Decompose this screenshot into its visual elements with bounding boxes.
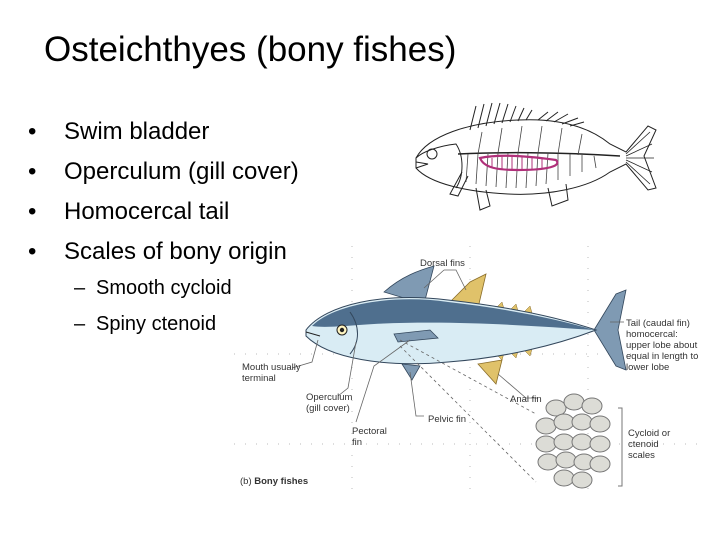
- label-scales-line-2: ctenoid: [628, 439, 659, 450]
- label-pelvic-fin: Pelvic fin: [428, 414, 466, 425]
- bullet-dot: •: [28, 238, 37, 265]
- label-operculum-line-2: (gill cover): [306, 403, 350, 414]
- bullet-text: Swim bladder: [64, 118, 210, 145]
- bullet-list: • Swim bladder • Operculum (gill cover) • H…: [28, 112, 299, 272]
- label-scales-line-3: scales: [628, 450, 655, 461]
- scales-cluster: [535, 393, 611, 489]
- sub-bullet-dash: –: [74, 313, 86, 335]
- figure-caption-prefix: (b): [240, 476, 252, 487]
- dotted-background: [234, 246, 700, 496]
- bullet-item: • Homocercal tail: [28, 192, 299, 232]
- bullet-item: • Scales of bony origin: [28, 232, 299, 272]
- bullet-text: Homocercal tail: [64, 198, 230, 225]
- label-anal-fin: Anal fin: [510, 394, 542, 405]
- label-tail-line-3: upper lobe about: [626, 340, 698, 351]
- label-operculum-line-1: Operculum: [306, 392, 353, 403]
- bullet-item: • Swim bladder: [28, 112, 299, 152]
- figure-caption: (b) Bony fishes: [240, 476, 308, 487]
- sub-bullet-item: –Spiny ctenoid: [74, 310, 232, 346]
- bullet-dot: •: [28, 118, 37, 145]
- label-scales-line-1: Cycloid or: [628, 428, 670, 439]
- bony-fish-figure: Dorsal fins Tail (caudal fin) homocercal…: [234, 246, 700, 496]
- label-tail-line-4: equal in length to: [626, 351, 698, 362]
- label-pectoral-line-2: fin: [352, 437, 362, 448]
- fish-skeleton-illustration: [415, 102, 657, 211]
- swim-bladder-shape: [478, 154, 559, 172]
- label-mouth-line-2: terminal: [242, 373, 276, 384]
- label-tail-line-1: Tail (caudal fin): [626, 318, 690, 329]
- label-tail-line-5: lower lobe: [626, 362, 669, 373]
- figure-caption-title: Bony fishes: [254, 476, 308, 487]
- bullet-text: Scales of bony origin: [64, 238, 287, 265]
- label-pectoral-line-1: Pectoral: [352, 426, 387, 437]
- slide-title: Osteichthyes (bony fishes): [44, 30, 457, 69]
- sub-bullet-list: –Smooth cycloid –Spiny ctenoid: [74, 274, 232, 346]
- sub-bullet-item: –Smooth cycloid: [74, 274, 232, 310]
- bullet-dot: •: [28, 158, 37, 185]
- bullet-dot: •: [28, 198, 37, 225]
- label-tail-line-2: homocercal:: [626, 329, 678, 340]
- sub-bullet-dash: –: [74, 277, 86, 299]
- sub-bullet-text: Spiny ctenoid: [96, 313, 217, 335]
- label-mouth-line-1: Mouth usually: [242, 362, 301, 373]
- bullet-item: • Operculum (gill cover): [28, 152, 299, 192]
- bullet-text: Operculum (gill cover): [64, 158, 299, 185]
- label-dorsal-fins: Dorsal fins: [420, 258, 465, 269]
- sub-bullet-text: Smooth cycloid: [96, 277, 232, 299]
